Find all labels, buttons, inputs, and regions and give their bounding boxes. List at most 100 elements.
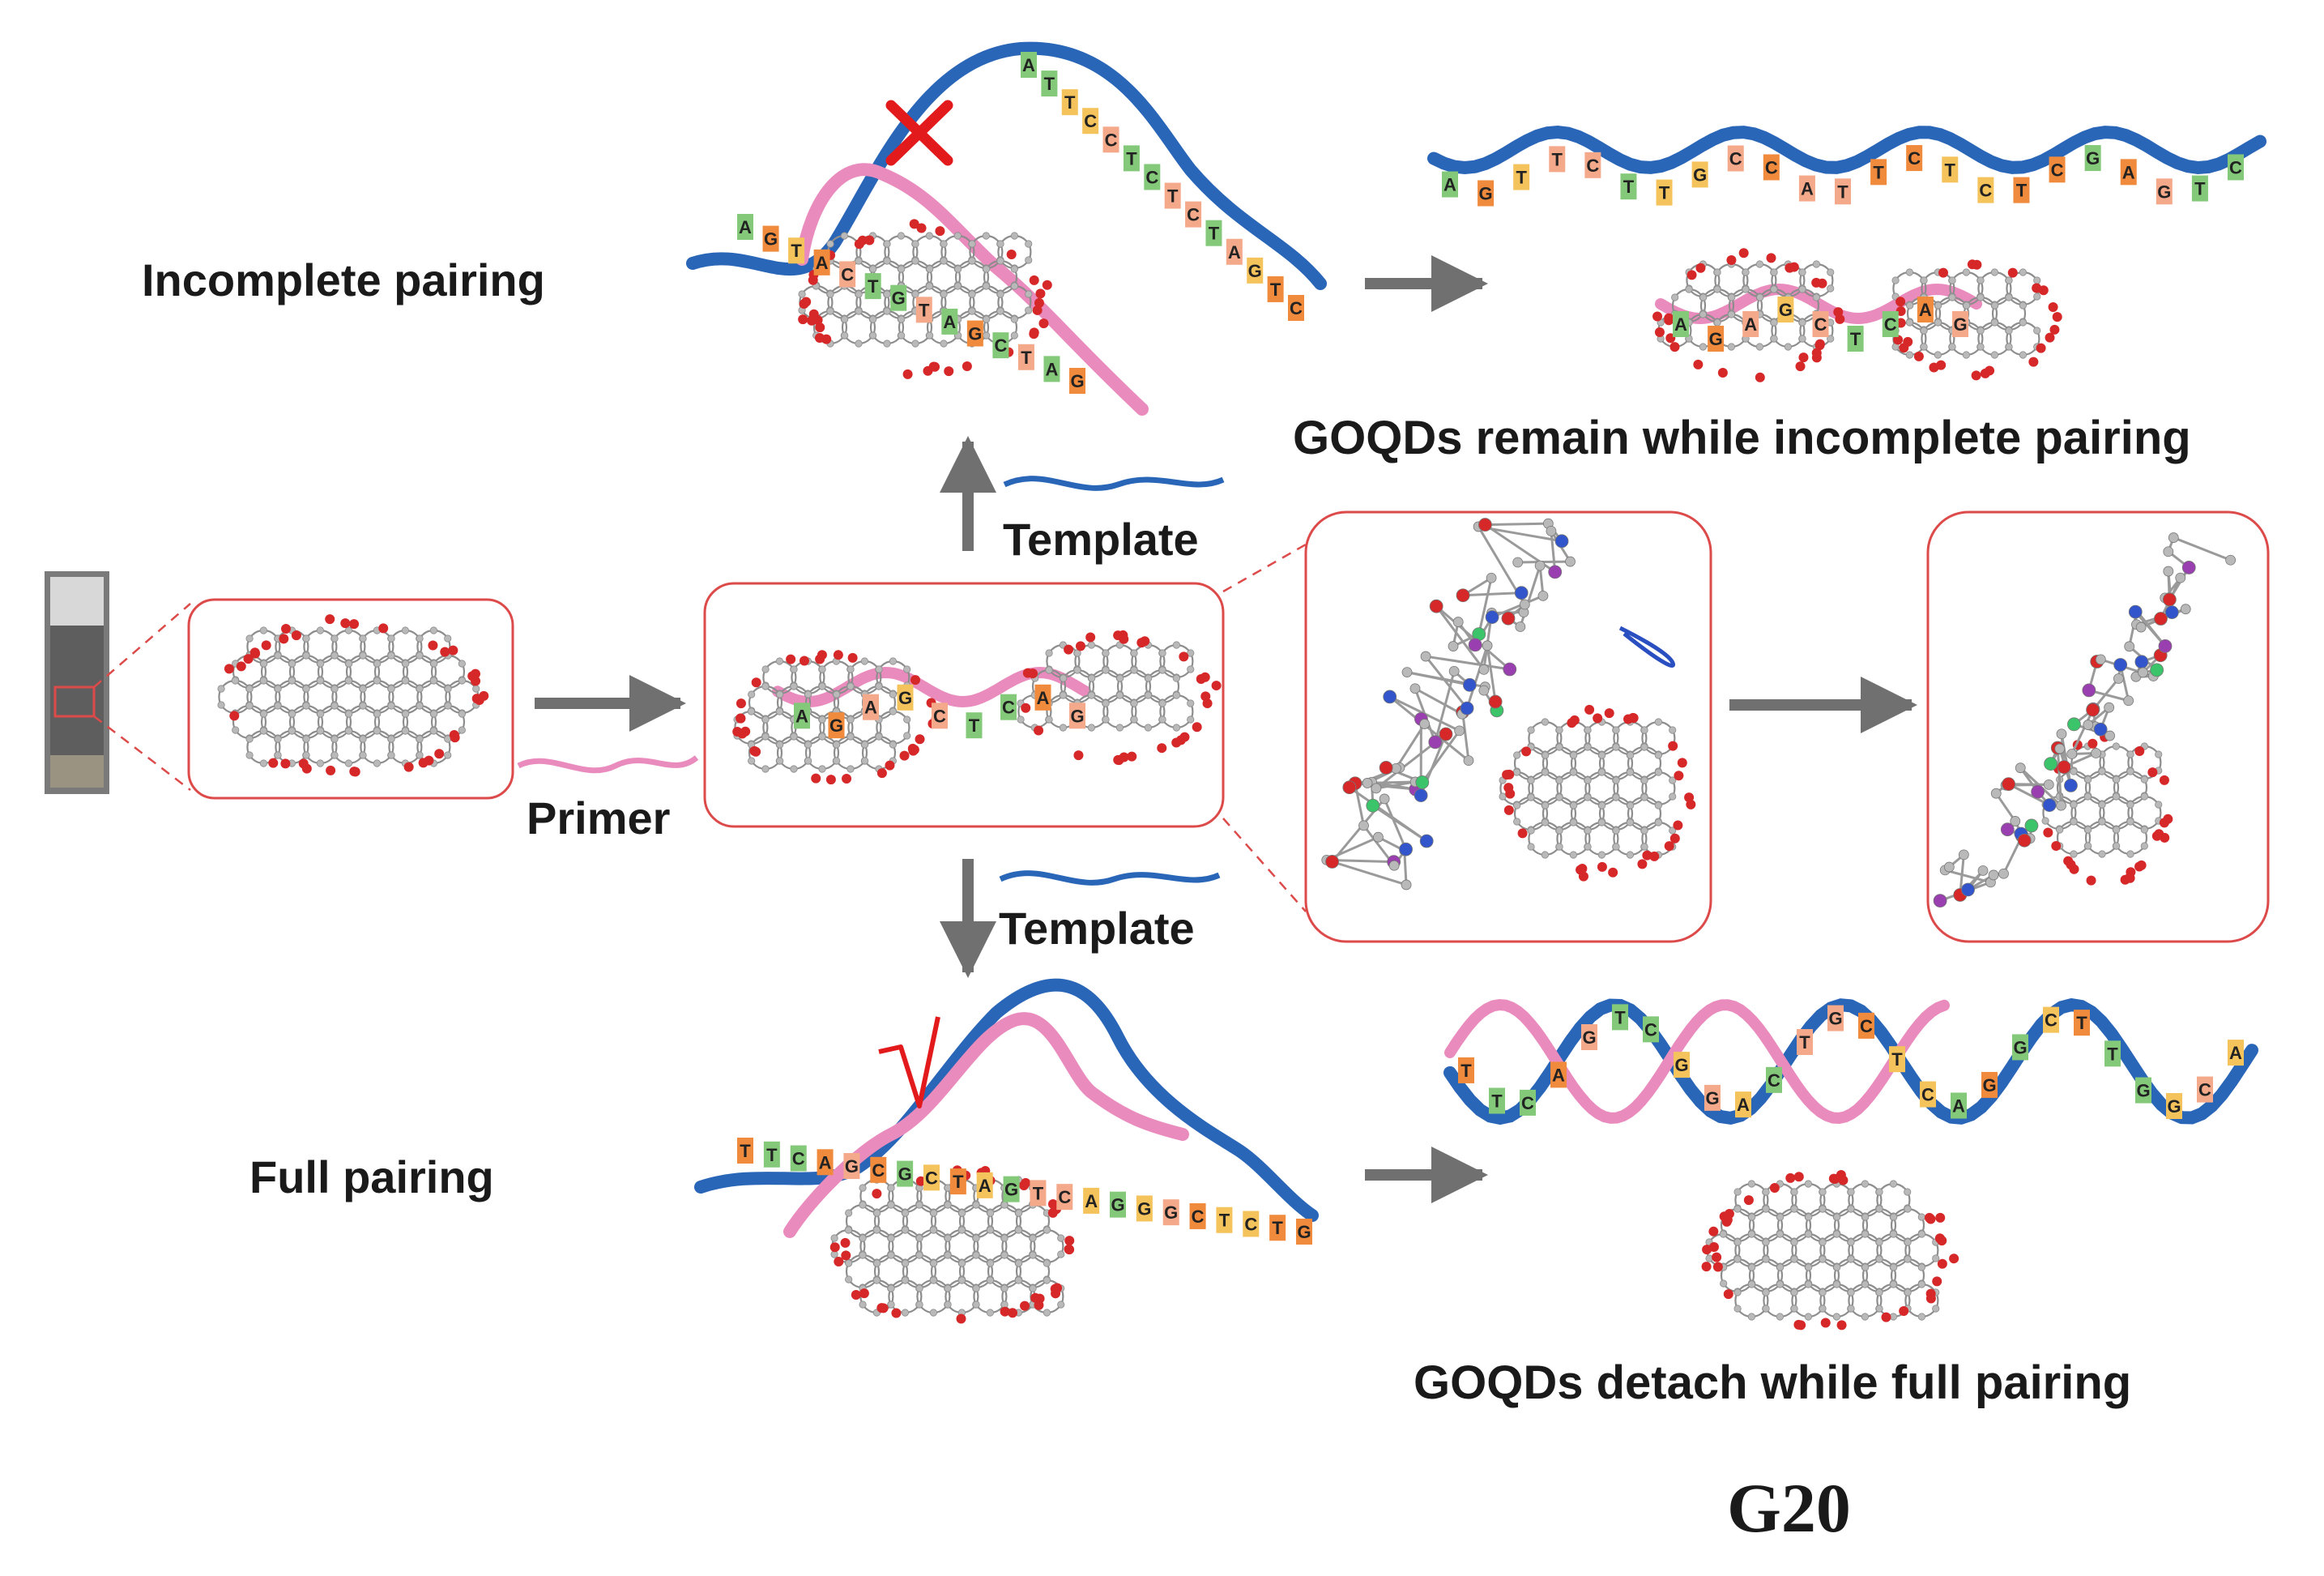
full-pairing-base-12: C [1056, 1184, 1073, 1211]
svg-text:C: C [1145, 167, 1158, 187]
detached-base-8: G [1704, 1084, 1721, 1111]
svg-text:G: G [829, 715, 843, 736]
svg-text:G: G [1070, 371, 1084, 391]
box-adsorbed-base-6: C [1000, 694, 1017, 720]
svg-text:A: A [1085, 1191, 1098, 1211]
goqd-cluster-primer-box-b [1017, 630, 1222, 766]
box-adsorbed-base-3: G [897, 684, 914, 711]
incomplete-pairing-label: Incomplete pairing [142, 254, 545, 305]
svg-text:C: C [1002, 698, 1015, 718]
incomplete-template-base-6: C [1144, 164, 1161, 190]
svg-text:G: G [1297, 1222, 1311, 1242]
result-top-base-3: T [1549, 146, 1566, 173]
full-pairing-base-6: G [897, 1160, 914, 1187]
incomplete-primer-base-5: T [864, 273, 881, 300]
svg-text:G: G [892, 288, 906, 309]
incomplete-template-base-8: C [1185, 201, 1202, 228]
svg-text:T: T [740, 1141, 751, 1161]
incomplete-primer-base-12: A [1043, 356, 1060, 382]
result-top-base-7: G [1691, 161, 1708, 188]
cuvette-highlight-box [53, 685, 96, 718]
remain-caption: GOQDs remain while incomplete pairing [1293, 412, 2191, 464]
box-adsorbed-base-8: G [1069, 703, 1085, 729]
svg-text:C: C [1187, 205, 1200, 225]
full-pairing-base-14: G [1110, 1191, 1126, 1218]
svg-text:C: C [2045, 1010, 2057, 1031]
incomplete-primer-base-1: G [762, 225, 779, 252]
svg-text:C: C [925, 1168, 938, 1188]
svg-text:T: T [1219, 1211, 1230, 1231]
svg-text:C: C [1908, 148, 1921, 169]
svg-text:C: C [1644, 1019, 1657, 1040]
svg-text:A: A [1674, 314, 1687, 335]
box-adsorbed-base-5: T [966, 712, 983, 739]
result-top-base-19: A [2120, 159, 2137, 186]
detached-base-9: A [1735, 1091, 1751, 1118]
detached-base-7: G [1674, 1052, 1690, 1078]
svg-text:T: T [1837, 182, 1849, 202]
svg-text:T: T [953, 1172, 964, 1192]
svg-text:C: C [1105, 130, 1118, 150]
svg-text:G: G [2136, 1081, 2150, 1101]
svg-text:C: C [1192, 1207, 1205, 1227]
box-adsorbed-base-1: G [828, 712, 845, 739]
detached-base-1: T [1489, 1087, 1505, 1114]
detached-base-4: G [1581, 1023, 1597, 1050]
svg-text:G: G [968, 324, 982, 344]
full-pairing-base-16: G [1162, 1199, 1179, 1226]
svg-text:A: A [1737, 1095, 1750, 1115]
result-adsorbed-base-0: A [1673, 311, 1689, 337]
template-strand-bottom [999, 870, 1221, 886]
result-adsorbed-base-5: T [1847, 326, 1864, 352]
svg-text:C: C [2229, 157, 2242, 177]
incomplete-primer-base-6: G [890, 284, 907, 311]
detached-base-3: A [1550, 1061, 1567, 1088]
svg-text:A: A [1801, 179, 1814, 199]
svg-text:T: T [1516, 168, 1527, 188]
svg-text:T: T [969, 715, 980, 736]
detached-base-11: T [1797, 1029, 1813, 1056]
goqd-cluster-detached [1701, 1169, 1959, 1330]
incomplete-template-base-11: G [1247, 257, 1264, 284]
result-top-base-16: T [2013, 177, 2030, 203]
svg-text:C: C [2198, 1080, 2211, 1100]
result-top-base-15: C [1977, 177, 1994, 203]
detached-base-15: C [1920, 1081, 1936, 1108]
svg-text:A: A [2122, 162, 2135, 182]
box-adsorbed-base-2: A [863, 694, 879, 720]
detached-base-21: T [2104, 1040, 2121, 1067]
template-strand-incomplete [686, 41, 1327, 290]
result-top-base-17: C [2049, 156, 2066, 183]
svg-text:T: T [1623, 177, 1635, 197]
detached-base-22: G [2135, 1077, 2151, 1104]
result-top-base-20: G [2156, 178, 2173, 205]
detached-base-5: T [1612, 1004, 1628, 1031]
result-top-base-2: T [1513, 164, 1530, 190]
incomplete-template-base-4: C [1102, 126, 1119, 153]
svg-text:G: G [1828, 1009, 1842, 1029]
svg-text:T: T [868, 276, 879, 297]
detached-base-20: T [2074, 1010, 2090, 1036]
incomplete-template-base-5: T [1123, 145, 1140, 172]
full-pairing-base-18: T [1216, 1207, 1233, 1233]
primer-strand-small [517, 755, 699, 774]
incomplete-primer-base-11: T [1017, 344, 1034, 370]
svg-text:C: C [792, 1149, 805, 1169]
svg-text:A: A [795, 706, 808, 726]
result-top-base-21: T [2191, 175, 2208, 202]
svg-text:A: A [1037, 688, 1050, 708]
svg-text:G: G [1479, 183, 1493, 203]
result-top-base-13: C [1906, 145, 1923, 172]
detached-base-12: G [1827, 1005, 1844, 1031]
zoom-lines-cuvette [93, 603, 191, 791]
goqd-cluster-box [217, 614, 489, 777]
full-pairing-base-8: T [949, 1168, 966, 1195]
molecular-model-detail [1321, 518, 1576, 891]
svg-text:A: A [819, 1152, 832, 1172]
incomplete-primer-base-10: C [992, 332, 1009, 359]
result-top-base-5: T [1620, 173, 1637, 200]
template-strand-top [1003, 476, 1225, 491]
svg-text:A: A [1552, 1065, 1565, 1085]
svg-text:G: G [1582, 1027, 1596, 1048]
